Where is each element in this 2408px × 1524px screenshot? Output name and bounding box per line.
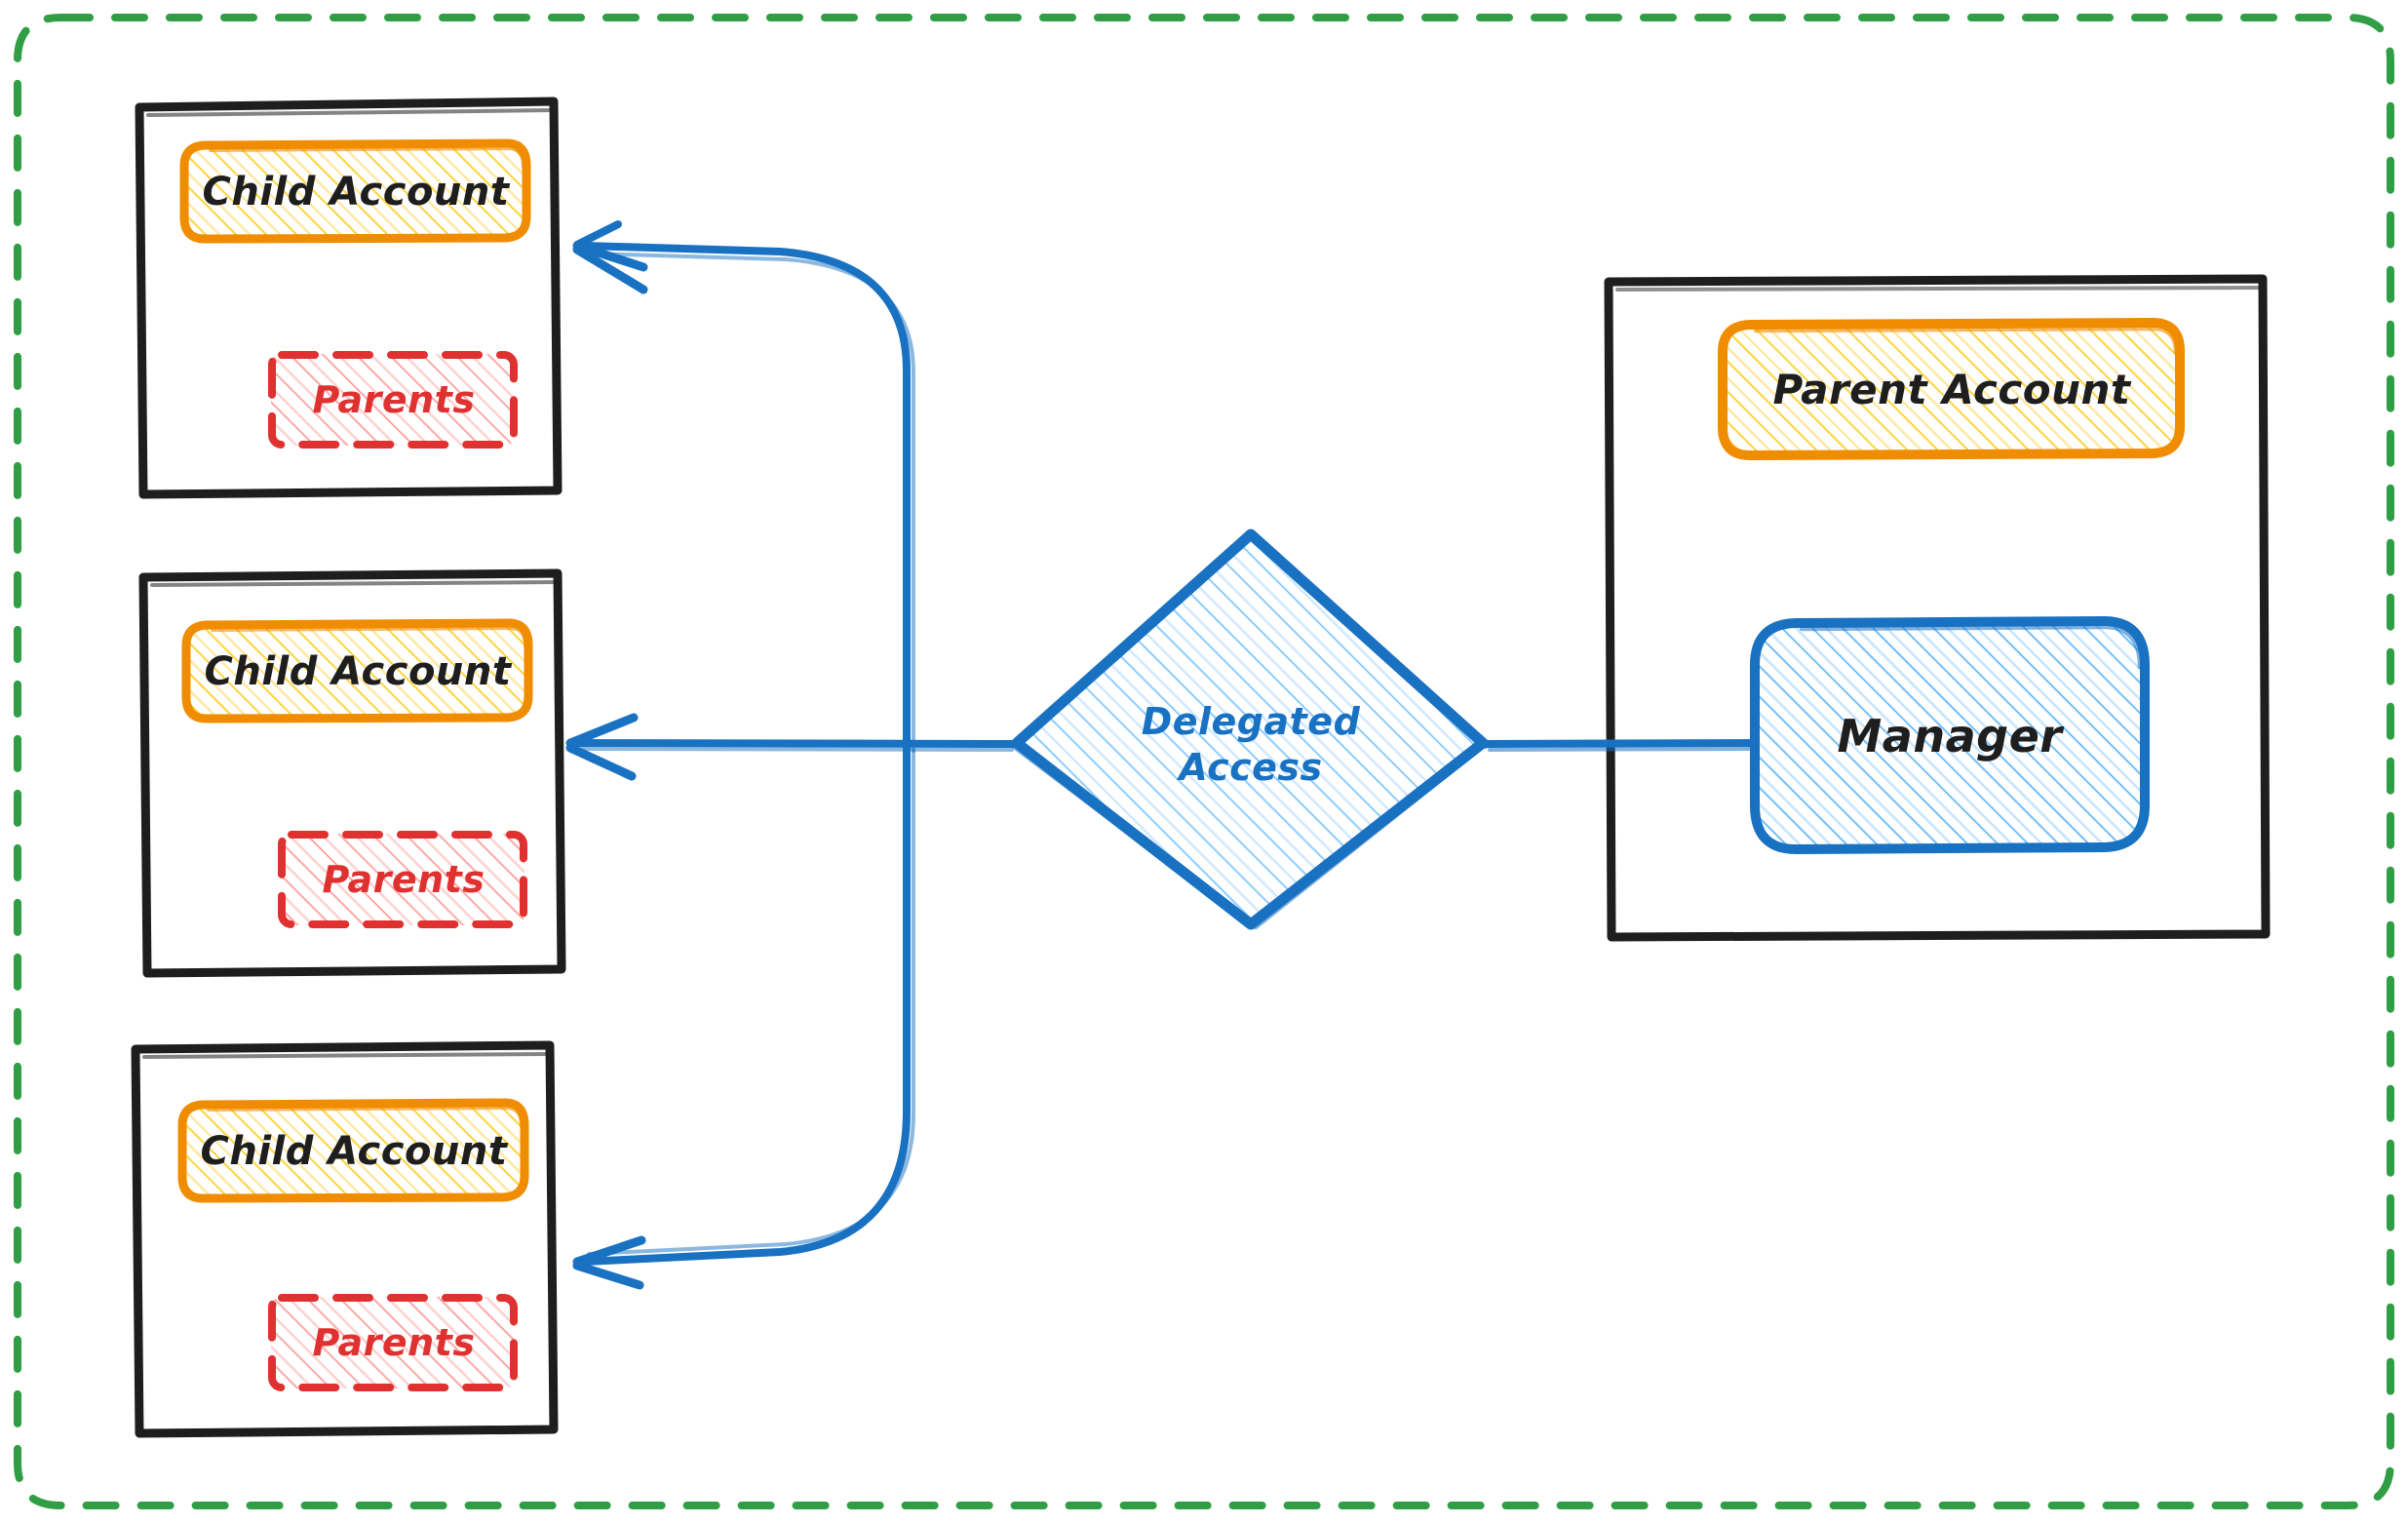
edge-manager-to-access[interactable] [1482, 739, 1759, 752]
edge-access-to-child-2[interactable] [565, 713, 1018, 781]
child-account-3-box[interactable] [177, 1098, 529, 1203]
delegated-access-node[interactable] [1011, 528, 1489, 930]
parent-account-box[interactable] [1718, 318, 2185, 460]
parents-2-fill [281, 834, 524, 925]
parents-3-box[interactable] [268, 1294, 518, 1391]
parents-2-box[interactable] [278, 831, 527, 928]
parent-account-fill [1724, 324, 2180, 452]
organization-boundary [14, 14, 2394, 1509]
parents-3-fill [271, 1297, 515, 1388]
child-account-1-fill [183, 144, 526, 238]
child-account-2-fill [183, 624, 526, 718]
child-account-3-fill [183, 1104, 526, 1197]
manager-box[interactable] [1750, 616, 2150, 854]
child-account-2-box[interactable] [181, 618, 533, 723]
child-account-1-box[interactable] [179, 138, 531, 244]
delegated-access-fill [1017, 534, 1483, 924]
parents-1-fill [271, 354, 515, 446]
parents-1-box[interactable] [268, 351, 518, 449]
edge-access-to-child-1[interactable] [572, 220, 915, 753]
edge-access-to-child-3[interactable] [572, 739, 915, 1290]
manager-fill [1755, 622, 2143, 848]
